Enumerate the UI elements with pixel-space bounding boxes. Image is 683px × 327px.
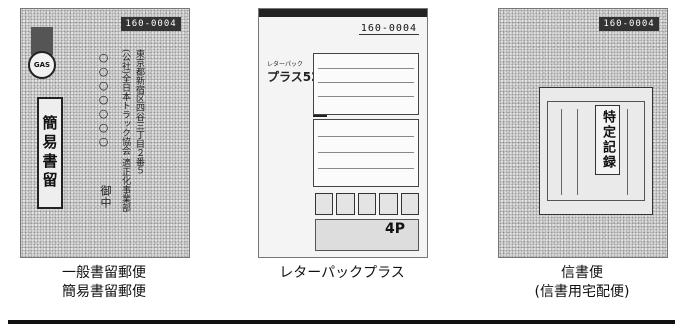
footer-panel	[315, 219, 419, 251]
slip-label: 特定記録	[595, 105, 620, 175]
top-bar	[259, 9, 427, 17]
registered-label-box: 簡易書留	[37, 97, 63, 209]
caption-correspondence: 信書便 (信書用宅配便)	[482, 264, 682, 302]
icon-box	[400, 193, 420, 215]
caption-letterpack: レターパックプラス	[242, 264, 442, 283]
caption-registered-mail: 一般書留郵便 簡易書留郵便	[4, 264, 204, 302]
icon-box	[315, 193, 334, 215]
from-address-field	[313, 119, 419, 187]
caption-line: 信書便	[561, 265, 603, 281]
correspondence-delivery-image: 160-0004 特定記録	[498, 8, 668, 258]
caption-line: レターパックプラス	[279, 265, 405, 281]
company-text: (公社)全日本トラック協会 適正化事業部	[120, 49, 130, 212]
icon-box	[379, 193, 398, 215]
caption-line: 簡易書留郵便	[62, 284, 146, 300]
footer-mark: 4P	[385, 221, 406, 237]
postal-code: 160-0004	[358, 23, 419, 35]
letterpack-plus-image: 160-0004 レターパック プラス520 4P	[258, 8, 428, 258]
icon-box	[336, 193, 355, 215]
bottom-rule	[8, 320, 675, 324]
caption-line: 一般書留郵便	[62, 265, 146, 281]
service-icons	[315, 193, 420, 215]
brand-name: プラス520	[267, 70, 328, 84]
delivery-slip-inner	[547, 101, 645, 201]
recipient-suffix: 御中	[99, 185, 112, 209]
postage-stamp-circle: GAS	[28, 51, 56, 79]
registered-mail-image: 160-0004 GAS 簡易書留 東京都新宿区四谷三丁目２番５ (公社)全日本…	[20, 8, 190, 258]
icon-box	[357, 193, 377, 215]
to-address-field	[313, 53, 419, 115]
brand-sub: レターパック	[267, 61, 303, 68]
letterpack-brand: レターパック プラス520	[267, 59, 328, 83]
recipient-marks: ○○○○○○○	[97, 51, 110, 149]
postal-code-box: 160-0004	[121, 17, 181, 31]
postal-code-box: 160-0004	[599, 17, 659, 31]
address-text: 東京都新宿区四谷三丁目２番５	[134, 49, 144, 175]
stamp-square	[31, 27, 53, 55]
caption-line: (信書用宅配便)	[534, 284, 630, 300]
